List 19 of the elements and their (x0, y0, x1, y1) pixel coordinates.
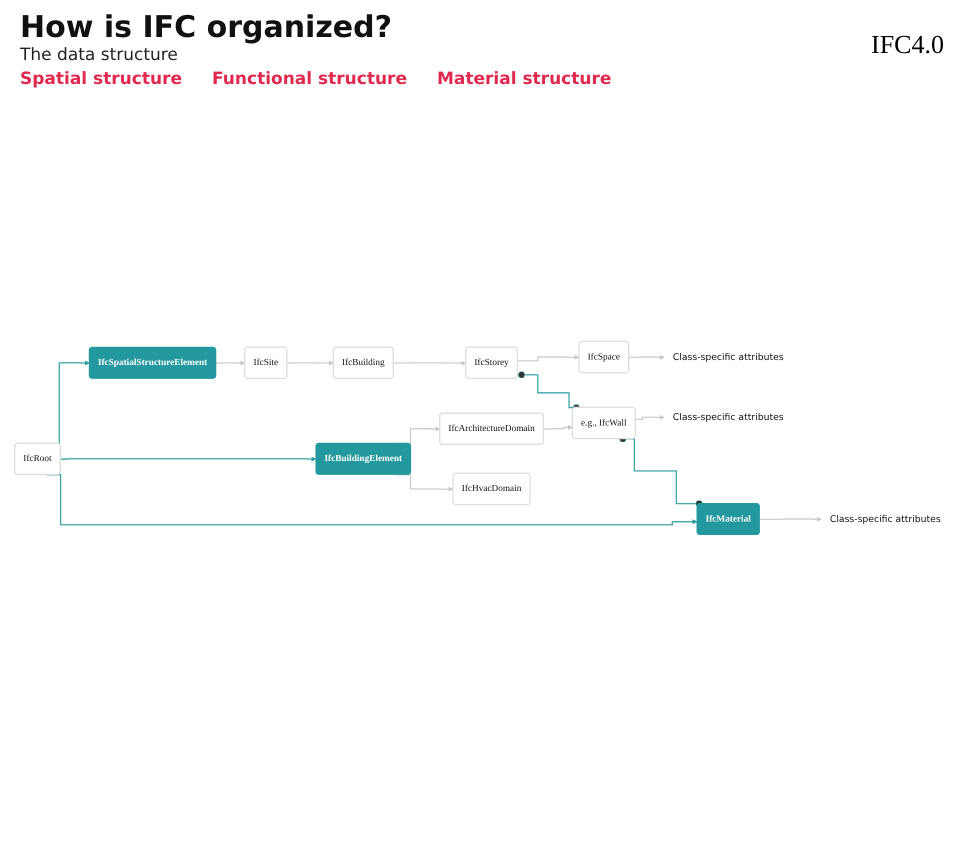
node-text: Class-specific attributes (672, 351, 784, 362)
arrow (60, 456, 316, 462)
arrow (544, 424, 573, 430)
section-label: Spatial structure (20, 69, 182, 89)
arrow (628, 354, 665, 360)
arrow (396, 474, 454, 492)
section-label: Functional structure (212, 69, 407, 89)
section-label: Material structure (436, 69, 612, 89)
arrow (636, 414, 665, 420)
node-text: Class-specific attributes (830, 513, 941, 524)
node-text: Class-specific attributes (672, 411, 784, 422)
arrow (394, 360, 466, 366)
arrow (760, 516, 822, 522)
subtitle: The data structure (20, 45, 179, 65)
arrow (518, 354, 580, 362)
arrow (216, 360, 246, 366)
version-label: IFC4.0 (871, 30, 944, 60)
arrow (287, 360, 334, 366)
title: How is IFC organized? (20, 10, 392, 45)
